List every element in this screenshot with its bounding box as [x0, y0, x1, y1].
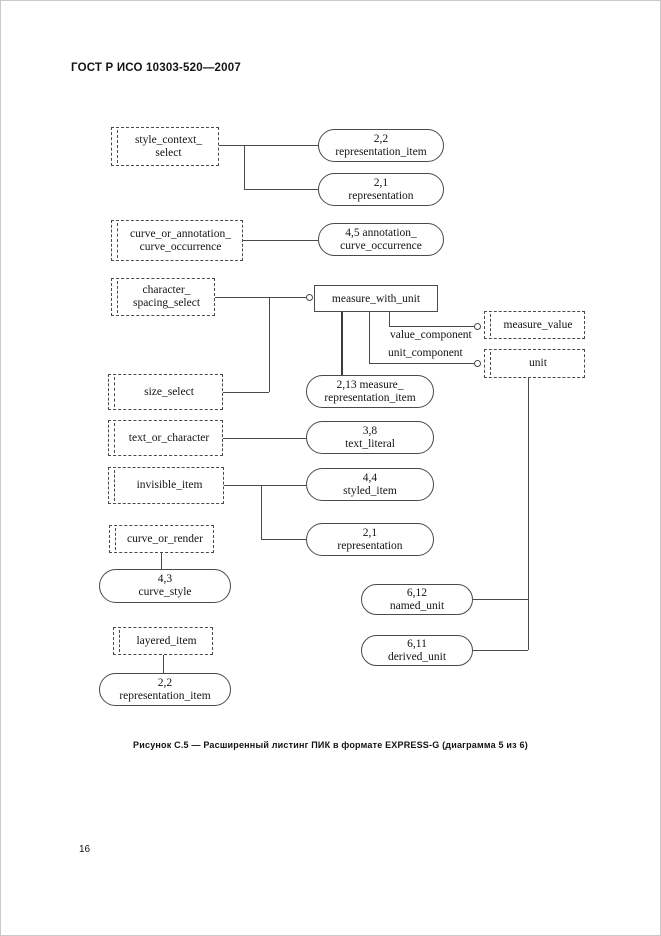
- select-type-bar-icon: [490, 314, 491, 336]
- connector-line: [219, 145, 318, 146]
- page-ref-measure-representation-item: 2,13 measure_ representation_item: [306, 375, 434, 408]
- select-box-curve-or-render: curve_or_render: [109, 525, 214, 553]
- connector-line: [161, 553, 162, 569]
- page-header: ГОСТ Р ИСО 10303-520—2007: [71, 62, 241, 74]
- connector-line: [369, 312, 370, 363]
- select-box-curve-or-annotation: curve_or_annotation_ curve_occurrence: [111, 220, 243, 261]
- select-box-label: text_or_character: [128, 431, 210, 444]
- connector-line: [163, 655, 164, 673]
- select-type-bar-icon: [114, 470, 115, 501]
- connector-line: [261, 485, 262, 539]
- select-type-bar-icon: [114, 423, 115, 453]
- select-box-label: layered_item: [136, 634, 197, 647]
- connector-line: [215, 297, 306, 298]
- select-type-bar-icon: [119, 630, 120, 652]
- supertype-line: [341, 312, 343, 375]
- select-box-style-context-select: style_context_ select: [111, 127, 219, 166]
- optional-circle-icon: [306, 294, 313, 301]
- select-box-label: unit: [529, 357, 547, 369]
- select-type-bar-icon: [117, 130, 118, 163]
- connector-line: [389, 312, 390, 326]
- page-ref-representation-item-bottom: 2,2 representation_item: [99, 673, 231, 706]
- page-ref-named-unit: 6,12 named_unit: [361, 584, 473, 615]
- select-box-invisible-item: invisible_item: [108, 467, 224, 504]
- select-type-bar-icon: [115, 528, 116, 550]
- connector-line: [269, 297, 270, 392]
- entity-box-label: measure_with_unit: [331, 292, 421, 305]
- page-ref-text-literal: 3,8 text_literal: [306, 421, 434, 454]
- entity-box-measure-with-unit: measure_with_unit: [314, 285, 438, 312]
- select-box-label: size_select: [144, 385, 194, 398]
- connector-line: [528, 378, 529, 650]
- select-box-label: measure_value: [503, 318, 573, 331]
- optional-circle-icon: [474, 360, 481, 367]
- edge-label-unit-component: unit_component: [388, 347, 463, 359]
- select-box-label: invisible_item: [136, 479, 203, 491]
- page-ref-annotation-curve-occurrence: 4,5 annotation_ curve_occurrence: [318, 223, 444, 256]
- select-box-character-spacing-select: character_ spacing_select: [111, 278, 215, 316]
- select-box-label: style_context_ select: [134, 133, 203, 159]
- connector-line: [223, 392, 269, 393]
- page-ref-derived-unit: 6,11 derived_unit: [361, 635, 473, 666]
- select-box-measure-value: measure_value: [484, 311, 585, 339]
- page-ref-representation-item-top: 2,2 representation_item: [318, 129, 444, 162]
- select-box-label: character_ spacing_select: [132, 284, 201, 309]
- page-number: 16: [79, 844, 91, 855]
- select-box-label: curve_or_render: [127, 532, 203, 545]
- select-box-text-or-character: text_or_character: [108, 420, 223, 456]
- select-type-bar-icon: [117, 281, 118, 313]
- connector-line: [224, 485, 306, 486]
- page-ref-representation-top: 2,1 representation: [318, 173, 444, 206]
- page-ref-curve-style: 4,3 curve_style: [99, 569, 231, 603]
- select-box-label: curve_or_annotation_ curve_occurrence: [130, 227, 231, 253]
- connector-line: [243, 240, 318, 241]
- figure-caption: Рисунок С.5 — Расширенный листинг ПИК в …: [133, 740, 528, 750]
- connector-line: [244, 189, 318, 190]
- select-box-size-select: size_select: [108, 374, 223, 410]
- connector-line: [473, 650, 528, 651]
- select-box-unit: unit: [484, 349, 585, 378]
- connector-line: [261, 539, 306, 540]
- connector-line: [473, 599, 528, 600]
- optional-circle-icon: [474, 323, 481, 330]
- edge-label-value-component: value_component: [390, 329, 472, 341]
- connector-line: [389, 326, 475, 327]
- page-ref-representation-mid: 2,1 representation: [306, 523, 434, 556]
- connector-line: [223, 438, 306, 439]
- select-type-bar-icon: [117, 223, 118, 258]
- connector-line: [369, 363, 475, 364]
- connector-line: [244, 145, 245, 190]
- select-type-bar-icon: [490, 352, 491, 375]
- select-type-bar-icon: [114, 377, 115, 407]
- page-ref-styled-item: 4,4 styled_item: [306, 468, 434, 501]
- select-box-layered-item: layered_item: [113, 627, 213, 655]
